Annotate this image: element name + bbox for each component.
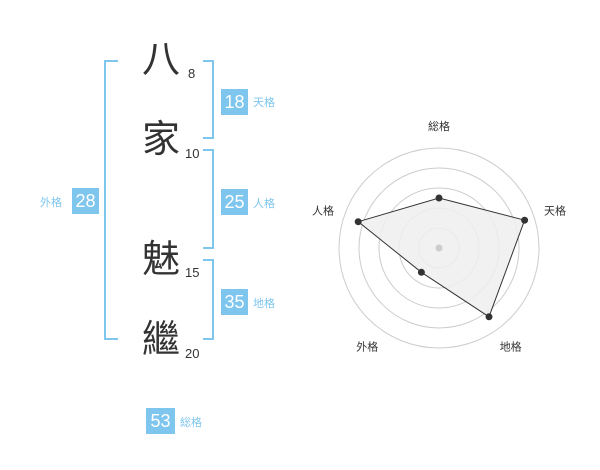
chikaku-value: 35 bbox=[221, 289, 248, 315]
radar-ring bbox=[358, 167, 520, 329]
radar-value-points bbox=[354, 194, 529, 321]
jinkaku-label: 人格 bbox=[253, 197, 275, 210]
radar-axis-label: 総格 bbox=[428, 119, 450, 133]
radar-axis-label: 天格 bbox=[544, 203, 566, 217]
radar-center-dot bbox=[435, 244, 443, 252]
tenkaku-bracket bbox=[203, 60, 214, 139]
gaikaku-bracket bbox=[104, 60, 118, 340]
radar-axis-label: 人格 bbox=[312, 203, 334, 217]
gaikaku-label: 外格 bbox=[40, 196, 62, 209]
name-char-3: 魅 bbox=[141, 237, 180, 281]
chikaku-label: 地格 bbox=[253, 297, 275, 310]
stroke-count-1: 8 bbox=[188, 66, 196, 81]
jinkaku-bracket bbox=[203, 149, 214, 249]
radar-point-1 bbox=[435, 194, 443, 202]
stroke-count-3: 15 bbox=[185, 265, 200, 280]
radar-point-3 bbox=[485, 313, 493, 321]
radar-ring bbox=[338, 147, 540, 349]
radar-value-polygon bbox=[357, 197, 526, 318]
radar-point-4 bbox=[417, 268, 425, 276]
radar-axis-label: 外格 bbox=[356, 340, 378, 354]
name-char-4: 繼 bbox=[141, 317, 180, 361]
stroke-count-4: 20 bbox=[185, 346, 200, 361]
radar-axis-label: 地格 bbox=[500, 340, 522, 354]
name-char-2: 家 bbox=[141, 117, 180, 161]
stroke-count-2: 10 bbox=[185, 146, 200, 161]
chikaku-bracket bbox=[203, 259, 214, 340]
tenkaku-value: 18 bbox=[221, 89, 248, 115]
radar-point-2 bbox=[521, 216, 529, 224]
soukaku-value: 53 bbox=[146, 408, 175, 434]
jinkaku-value: 25 bbox=[221, 189, 248, 215]
soukaku-label: 総格 bbox=[180, 416, 202, 429]
name-char-1: 八 bbox=[141, 37, 180, 81]
tenkaku-label: 天格 bbox=[253, 96, 275, 109]
gaikaku-value: 28 bbox=[72, 188, 99, 214]
radar-point-5 bbox=[354, 218, 362, 226]
